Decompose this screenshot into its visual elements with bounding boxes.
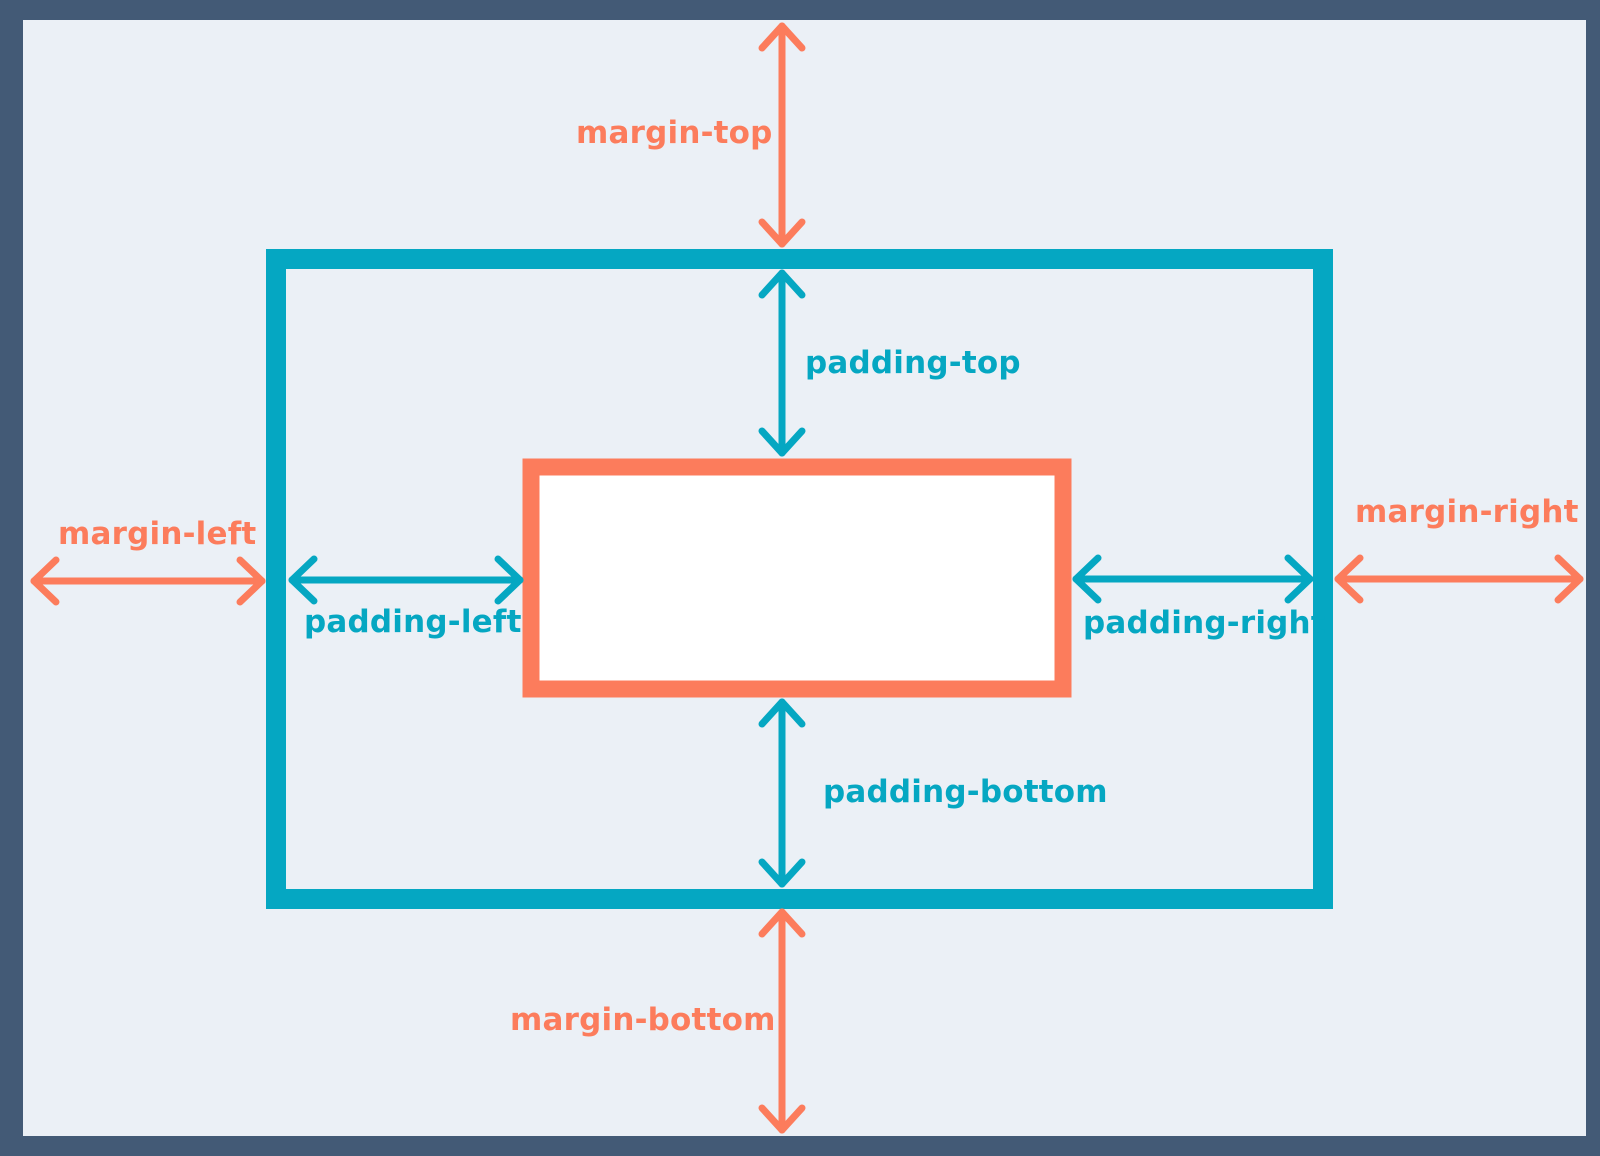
padding-right-arrow — [1072, 554, 1314, 604]
padding-top-label: padding-top — [805, 345, 1021, 381]
padding-box — [266, 249, 1333, 909]
padding-left-label: padding-left — [304, 604, 522, 640]
padding-right-label: padding-right — [1083, 605, 1326, 641]
margin-top-arrow — [758, 22, 806, 248]
padding-top-arrow — [758, 269, 806, 457]
margin-left-arrow — [30, 556, 266, 606]
padding-bottom-label: padding-bottom — [823, 774, 1108, 810]
margin-bottom-arrow — [758, 908, 806, 1134]
margin-top-label: margin-top — [576, 115, 773, 151]
padding-bottom-arrow — [758, 698, 806, 888]
padding-left-arrow — [288, 555, 524, 605]
content-box — [522, 458, 1072, 698]
margin-right-label: margin-right — [1355, 494, 1579, 530]
margin-right-arrow — [1334, 554, 1584, 604]
margin-bottom-label: margin-bottom — [510, 1002, 776, 1038]
margin-left-label: margin-left — [58, 516, 257, 552]
